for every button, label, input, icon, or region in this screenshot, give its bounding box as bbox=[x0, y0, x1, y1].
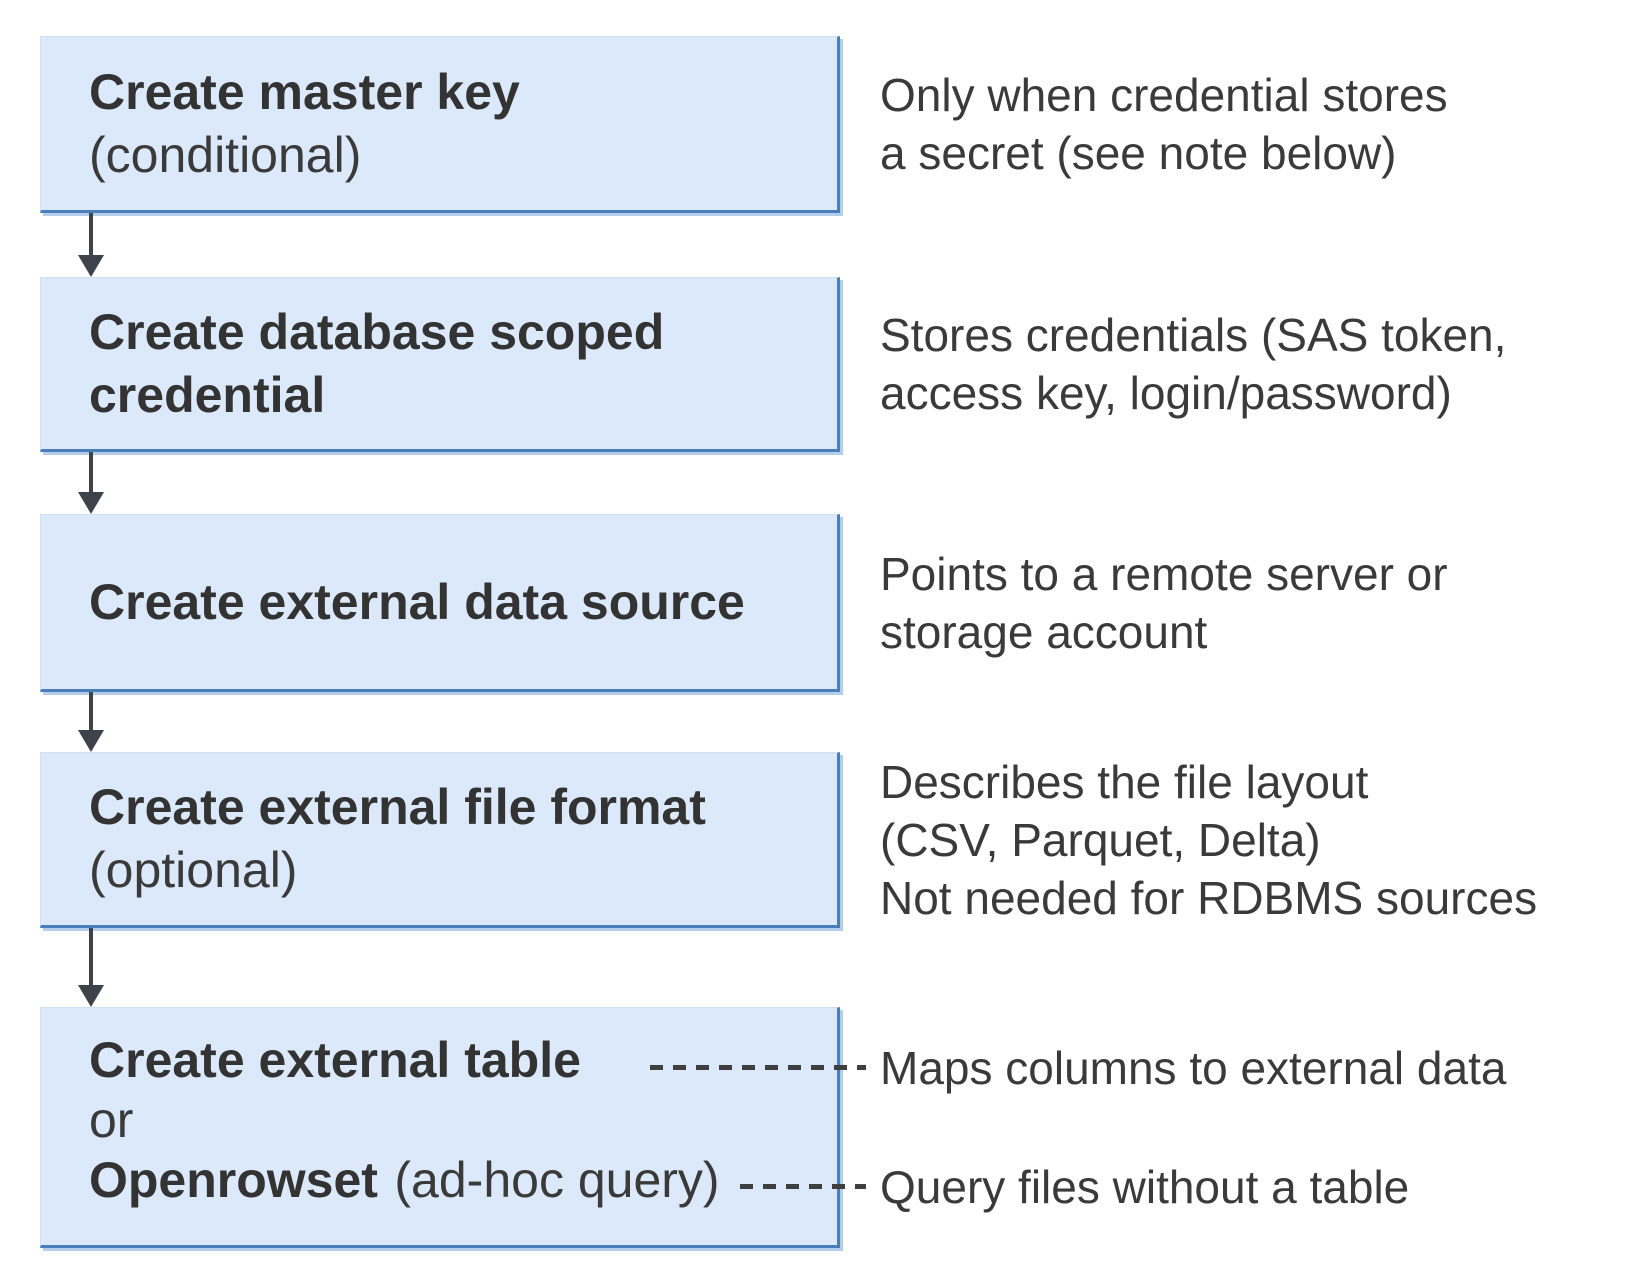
note-line: access key, login/password) bbox=[880, 367, 1452, 419]
note-master-key: Only when credential stores a secret (se… bbox=[880, 66, 1448, 182]
step-title: Create external table bbox=[89, 1032, 581, 1088]
note-line: Maps columns to external data bbox=[880, 1042, 1507, 1094]
note-line: a secret (see note below) bbox=[880, 127, 1397, 179]
note-line: Query files without a table bbox=[880, 1161, 1410, 1213]
note-line: Describes the file layout bbox=[880, 756, 1369, 808]
note-external-file-format: Describes the file layout (CSV, Parquet,… bbox=[880, 753, 1537, 927]
step-subtitle: (conditional) bbox=[89, 126, 362, 183]
step-title: credential bbox=[89, 366, 326, 423]
arrow-down-icon bbox=[78, 213, 104, 277]
step-title: Create external file format bbox=[89, 779, 706, 835]
dashed-connector bbox=[740, 1184, 866, 1189]
or-label: or bbox=[89, 1092, 134, 1148]
note-database-scoped-credential: Stores credentials (SAS token, access ke… bbox=[880, 306, 1506, 422]
note-line: (CSV, Parquet, Delta) bbox=[880, 814, 1321, 866]
note-external-table: Maps columns to external data bbox=[880, 1039, 1506, 1097]
note-line: Only when credential stores bbox=[880, 69, 1448, 121]
dashed-connector bbox=[650, 1065, 866, 1070]
note-external-data-source: Points to a remote server or storage acc… bbox=[880, 545, 1448, 661]
step-box-create-external-table-or-openrowset: Create external table or Openrowset (ad-… bbox=[40, 1007, 840, 1248]
step-subtitle: (optional) bbox=[89, 842, 298, 898]
step-box-create-master-key: Create master key (conditional) bbox=[40, 36, 840, 213]
note-line: Not needed for RDBMS sources bbox=[880, 872, 1538, 924]
note-line: storage account bbox=[880, 606, 1208, 658]
alt-step-line: Openrowset (ad-hoc query) bbox=[89, 1150, 837, 1223]
step-title: Create master key bbox=[89, 63, 520, 120]
arrow-down-icon bbox=[78, 692, 104, 752]
step-title: Create database scoped bbox=[89, 303, 665, 360]
step-title: Create external data source bbox=[89, 573, 745, 630]
alt-step-suffix: (ad-hoc query) bbox=[394, 1152, 720, 1208]
arrow-down-icon bbox=[78, 928, 104, 1007]
step-box-create-database-scoped-credential: Create database scoped credential bbox=[40, 277, 840, 452]
note-openrowset: Query files without a table bbox=[880, 1158, 1409, 1216]
step-box-create-external-file-format: Create external file format (optional) bbox=[40, 752, 840, 928]
alt-step-title: Openrowset bbox=[89, 1152, 378, 1208]
arrow-down-icon bbox=[78, 452, 104, 514]
note-line: Stores credentials (SAS token, bbox=[880, 309, 1507, 361]
note-line: Points to a remote server or bbox=[880, 548, 1448, 600]
step-box-create-external-data-source: Create external data source bbox=[40, 514, 840, 692]
